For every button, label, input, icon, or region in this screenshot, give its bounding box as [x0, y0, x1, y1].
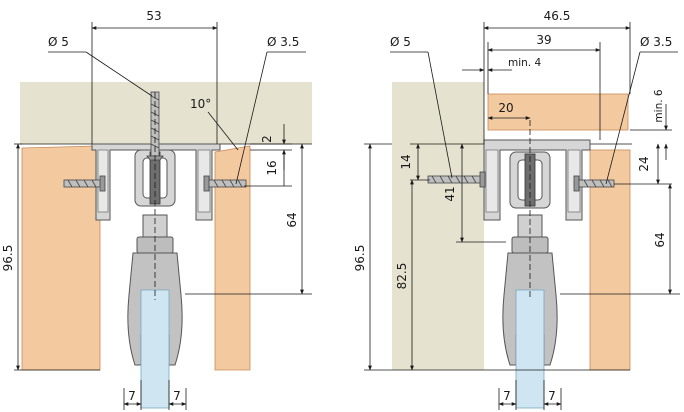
right-min-6: min. 6 [653, 89, 665, 122]
right-screw-dia-5-label: Ø 5 [390, 35, 411, 49]
left-glass-dim-7b: 7 [173, 389, 181, 403]
right-dim-20: 20 [498, 101, 513, 115]
right-ceiling [392, 82, 484, 370]
left-screw-side-left-icon [63, 175, 106, 192]
right-glass-dim-7a: 7 [503, 389, 511, 403]
right-drawing: 46.5 39 min. 4 Ø 5 Ø 3.5 min. 6 20 14 41… [353, 9, 680, 410]
right-glass-panel [515, 289, 545, 409]
right-wood-block-top [487, 93, 629, 131]
left-dim-96-5: 96.5 [1, 245, 15, 272]
right-dim-96-5: 96.5 [353, 245, 367, 272]
right-screw-side-left-icon [427, 171, 486, 188]
left-drawing: 53 Ø 5 Ø 3.5 10° 2 16 64 96.5 7 7 [1, 9, 312, 410]
left-screw-dia-3-5-label: Ø 3.5 [267, 35, 299, 49]
right-dim-82-5: 82.5 [395, 263, 409, 290]
right-dim-41: 41 [443, 186, 457, 201]
right-min-4: min. 4 [508, 57, 541, 69]
left-screw-side-right-icon [203, 175, 247, 192]
left-dim-16: 16 [265, 160, 279, 175]
right-dim-39: 39 [536, 33, 551, 47]
left-dim-2: 2 [260, 135, 274, 143]
right-dim-64: 64 [653, 232, 667, 247]
left-glass-panel [140, 289, 170, 409]
left-wood-panel-left [21, 145, 101, 371]
left-ceiling [20, 82, 312, 144]
right-dim-46-5: 46.5 [544, 9, 571, 23]
right-screw-dia-3-5-label: Ø 3.5 [640, 35, 672, 49]
left-dim-53: 53 [146, 9, 161, 23]
left-dim-64: 64 [285, 212, 299, 227]
right-screw-side-right-icon [573, 175, 615, 192]
right-dim-14: 14 [399, 154, 413, 169]
right-dim-24: 24 [637, 156, 651, 171]
left-glass-dim-7a: 7 [128, 389, 136, 403]
left-angle-10-label: 10° [190, 97, 211, 111]
left-wood-panel-right [214, 145, 251, 371]
left-screw-dia-5-label: Ø 5 [48, 35, 69, 49]
right-glass-dim-7b: 7 [548, 389, 556, 403]
